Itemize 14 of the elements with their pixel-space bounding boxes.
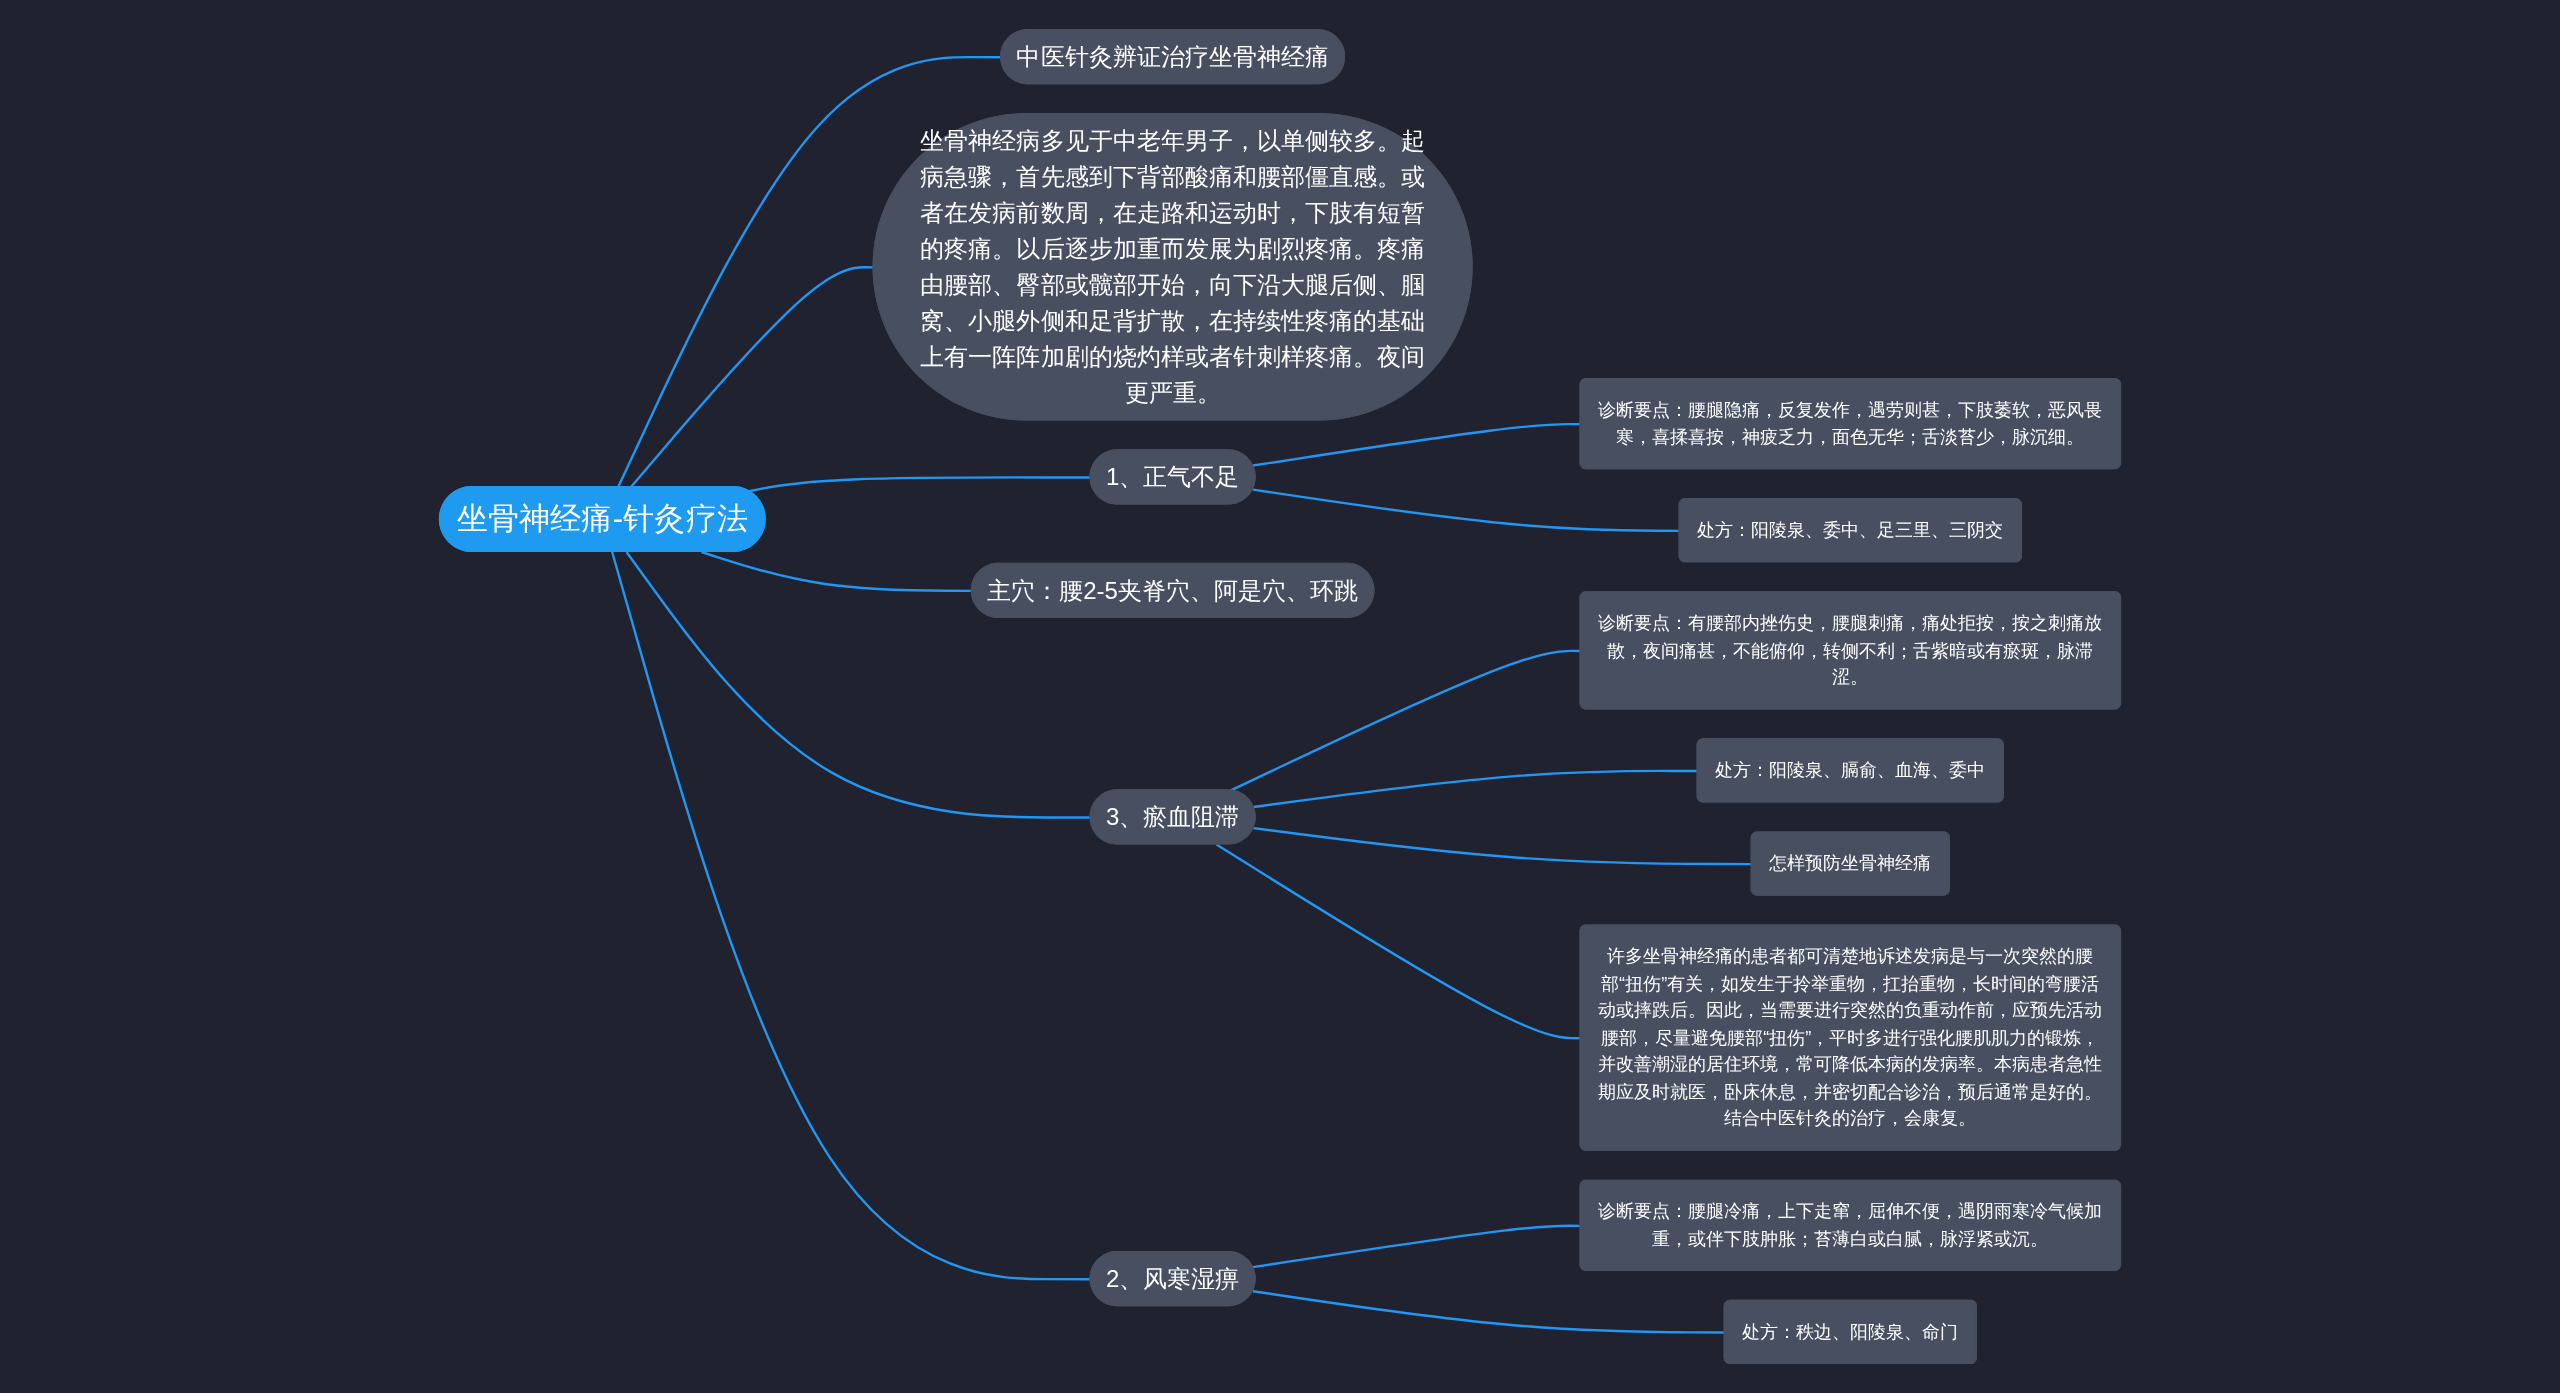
connector <box>701 550 972 593</box>
connector <box>1229 649 1581 792</box>
connector <box>748 476 1091 493</box>
connector <box>1253 769 1698 809</box>
connector <box>1253 826 1752 866</box>
connector <box>611 551 1091 1281</box>
connector <box>1215 843 1581 1040</box>
connector <box>1252 1224 1581 1269</box>
connector <box>1252 422 1581 467</box>
connector <box>629 266 874 488</box>
connector <box>617 55 1002 488</box>
connector <box>625 551 1091 819</box>
connector <box>1252 1290 1725 1334</box>
connector <box>1252 488 1680 533</box>
